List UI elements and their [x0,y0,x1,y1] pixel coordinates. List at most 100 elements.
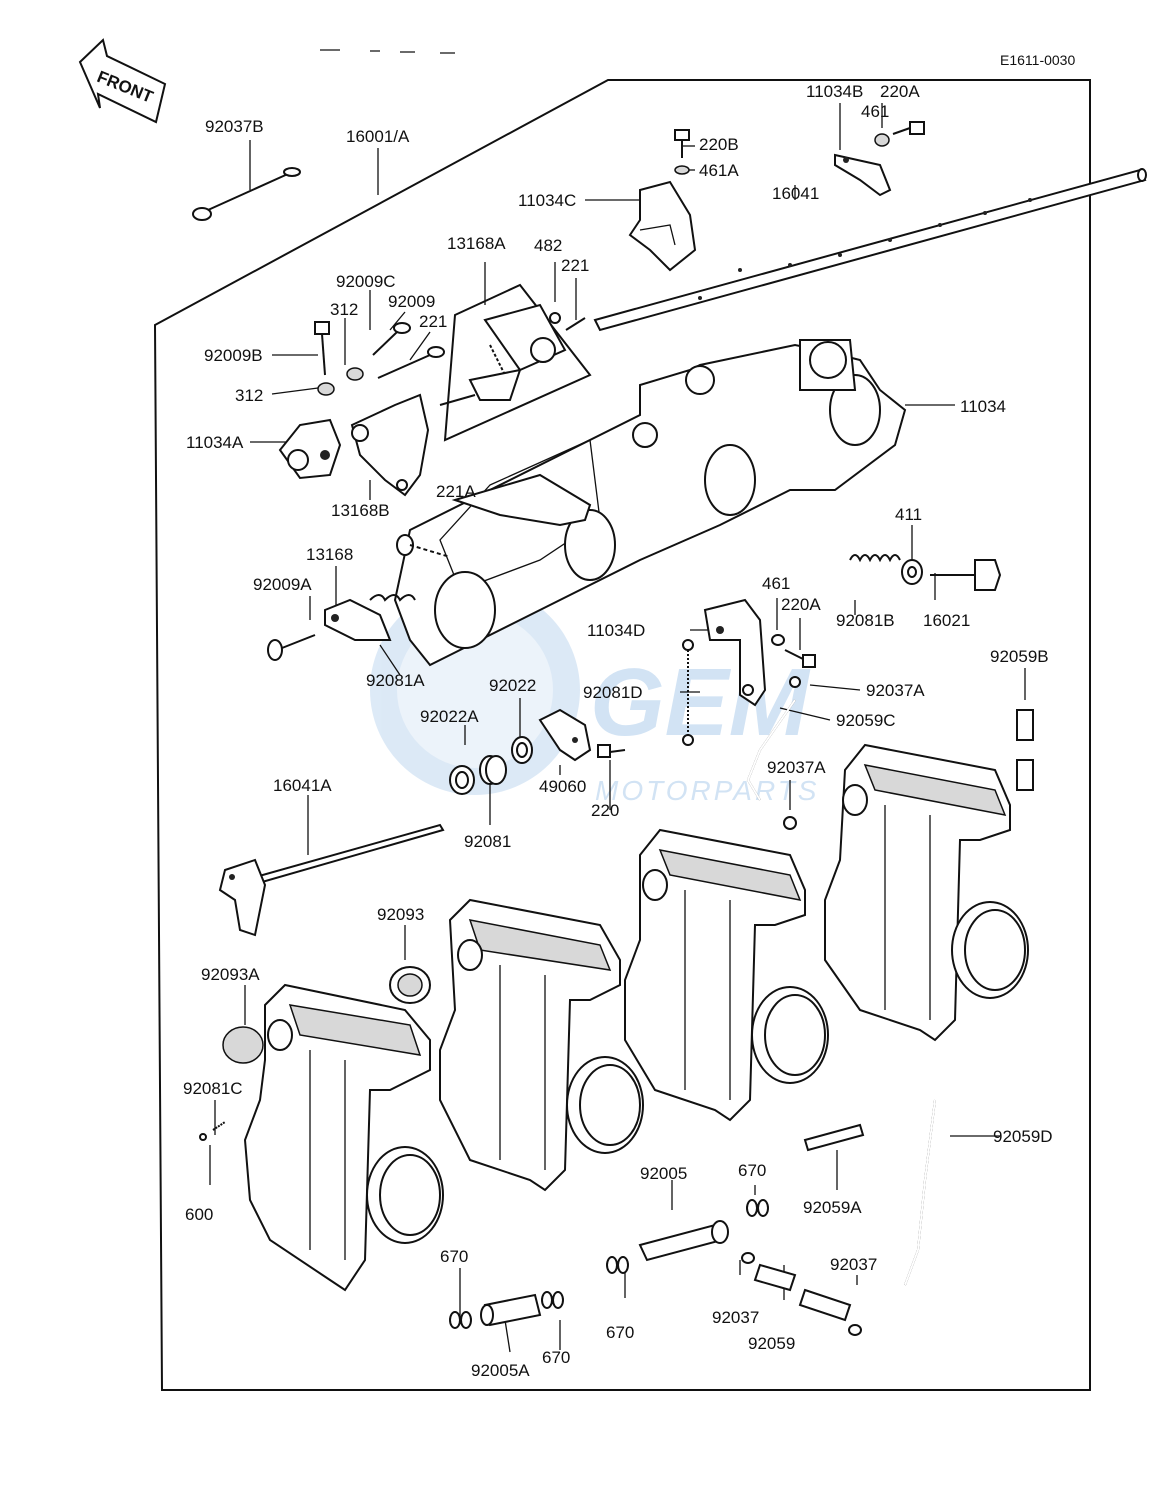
label-312-b: 312 [235,386,263,405]
bolt-92009a [267,634,316,661]
label-600: 600 [185,1205,213,1224]
bolt-221a [396,534,451,558]
shaft-16041 [593,168,1147,332]
label-92009: 92009 [388,292,435,311]
label-92093a: 92093A [201,965,260,984]
sub-assembly-13168a [439,283,592,442]
label-11034d: 11034D [587,621,645,640]
label-92093: 92093 [377,905,424,924]
hose-92059 [753,1263,852,1322]
watermark-sub: MOTORPARTS [595,775,819,806]
hose-92059a [803,1123,865,1152]
label-11034c: 11034C [518,191,576,210]
label-220a-top: 220A [880,82,920,101]
bolt-220a-mid [784,649,816,668]
dash-marks [320,49,455,54]
bolt-220a-top [874,121,925,147]
label-92005: 92005 [640,1164,687,1183]
label-92059: 92059 [748,1334,795,1353]
screw-16021 [930,559,1002,591]
label-312-a: 312 [330,300,358,319]
spring-92081a [369,594,416,602]
label-220: 220 [591,801,619,820]
washer-461-mid [771,634,785,646]
label-92009a: 92009A [253,575,312,594]
washer-411 [901,559,923,585]
carburetor-4 [824,743,1029,1042]
part-labels: 92037B 16001/A 11034B 220A 461 220B 461A… [183,82,1053,1380]
label-92059a: 92059A [803,1198,862,1217]
label-482: 482 [534,236,562,255]
cam-13168b [350,393,430,497]
shaft-16041a [218,823,445,937]
label-461-top: 461 [861,102,889,121]
front-arrow-icon: FRONT [78,38,167,124]
carburetor-1 [243,983,444,1292]
cap-92093a [222,1026,264,1064]
bracket-11034c [628,180,697,272]
label-92037-b: 92037 [712,1308,759,1327]
bracket-11034b [834,153,892,197]
label-11034a: 11034A [186,433,244,452]
label-92059b: 92059B [990,647,1049,666]
label-92081b: 92081B [836,611,895,630]
label-92081: 92081 [464,832,511,851]
label-11034b: 11034B [806,82,863,101]
carburetor-3 [624,828,829,1122]
o-rings-670 [449,1199,862,1336]
carburetor-2 [439,898,644,1192]
label-11034: 11034 [960,397,1006,416]
label-13168b: 13168B [331,501,390,520]
pipe-92005 [638,1220,729,1262]
label-220a-mid: 220A [781,595,821,614]
bolt-220 [597,744,626,758]
watermark-brand: GEM [590,649,811,756]
label-670-c: 670 [606,1323,634,1342]
lever-13168 [324,598,392,641]
strap-92037b [192,167,301,221]
hose-92059c [746,676,801,830]
spring-92081c [199,1121,226,1141]
lever-49060 [538,708,592,762]
label-670-b: 670 [440,1247,468,1266]
label-92037a-a: 92037A [866,681,925,700]
seal-92022a [449,765,475,795]
label-92037b: 92037B [205,117,264,136]
label-411: 411 [895,505,922,524]
label-16041a: 16041A [273,776,332,795]
label-92059c: 92059C [836,711,896,730]
label-92081c: 92081C [183,1079,243,1098]
label-92037a-b: 92037A [767,758,826,777]
leader-lines [209,103,1026,1353]
assembly-frame [153,79,1091,1391]
label-92081a: 92081A [366,671,425,690]
label-670-a: 670 [738,1161,766,1180]
spring-92081b [849,554,901,563]
bolt-220b [674,129,690,175]
hose-92059b [1016,709,1034,791]
label-16001a: 16001/A [346,127,410,146]
spring-92081d [682,639,694,746]
seal-92022 [511,736,533,764]
label-220b: 220B [699,135,739,154]
label-221a: 221A [436,482,476,501]
spring-92081 [479,755,507,785]
label-13168a: 13168A [447,234,506,253]
reference-code: E1611-0030 [1000,52,1075,68]
pipe-92005a [480,1293,542,1327]
label-16021: 16021 [923,611,970,630]
lever-11034a [278,418,342,480]
label-221-b: 221 [419,312,447,331]
label-92037-a: 92037 [830,1255,877,1274]
main-plate-11034 [393,339,907,667]
label-92059d: 92059D [993,1127,1053,1146]
label-92005a: 92005A [471,1361,530,1380]
label-221-a: 221 [561,256,589,275]
label-49060: 49060 [539,777,586,796]
bracket-11034d [703,598,767,707]
label-92009c: 92009C [336,272,396,291]
bolts-upper-left [314,321,445,396]
hose-92059d [904,1099,936,1286]
label-461a: 461A [699,161,739,180]
